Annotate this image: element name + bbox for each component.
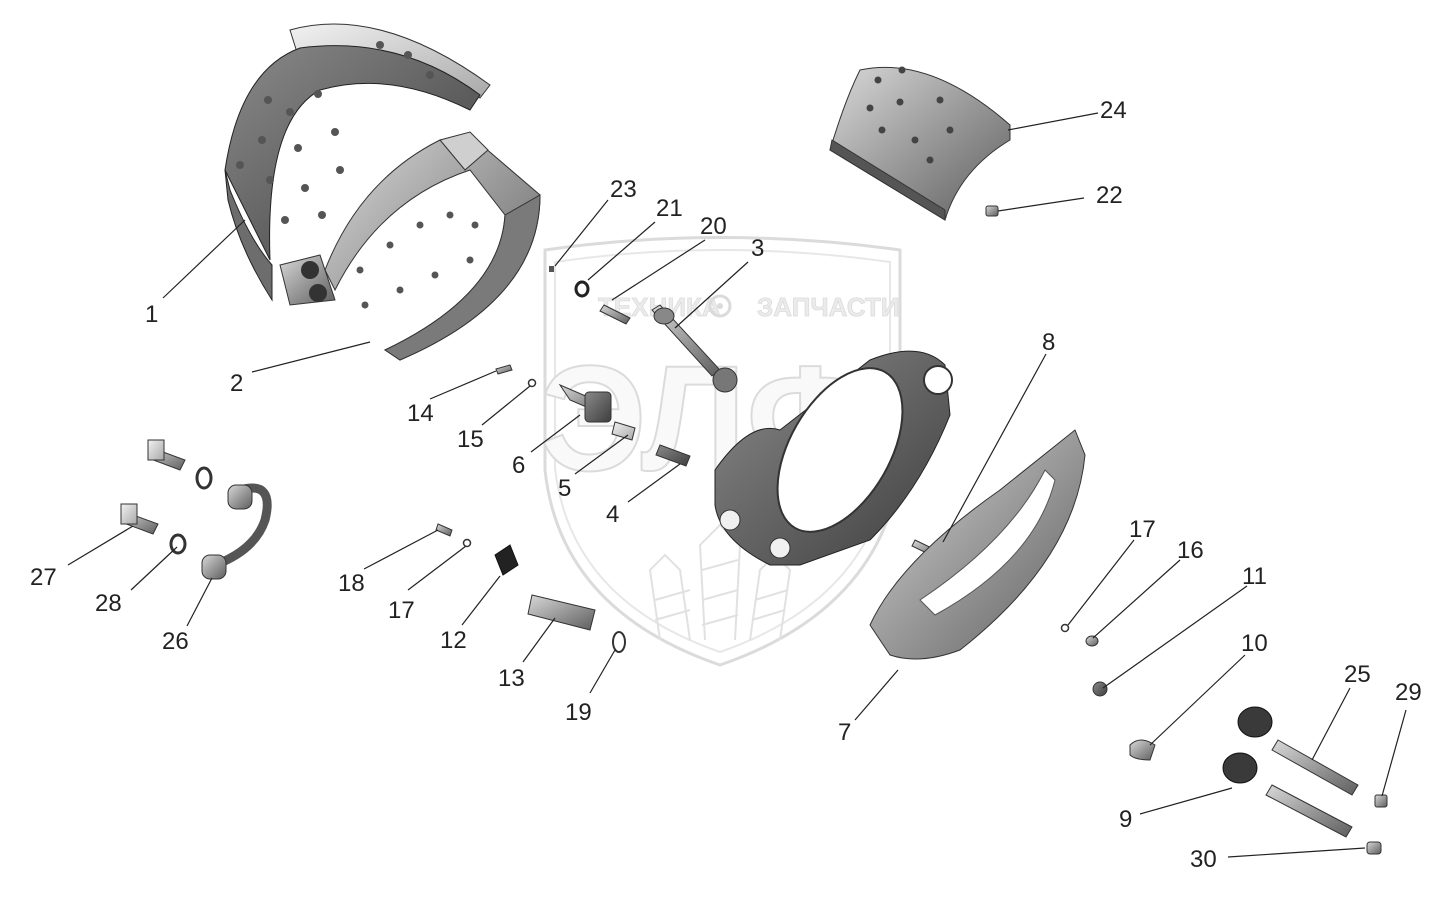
cap-part-10 [1129, 739, 1156, 761]
spring-part-3 [651, 304, 738, 393]
callout-7: 7 [838, 719, 851, 746]
callout-18: 18 [338, 570, 365, 597]
nut-part-11 [1092, 681, 1108, 697]
callout-29: 29 [1395, 679, 1422, 706]
bolt-part-27-upper [147, 439, 186, 471]
pin-part-13 [527, 594, 596, 631]
callout-3: 3 [751, 235, 764, 262]
callout-19: 19 [565, 699, 592, 726]
ring-part-21 [574, 280, 590, 298]
callout-5: 5 [558, 475, 571, 502]
callout-2: 2 [230, 370, 243, 397]
bolt-part-27 [120, 503, 159, 535]
callout-30: 30 [1190, 846, 1217, 873]
screw-part-14 [495, 364, 513, 375]
callout-24: 24 [1100, 97, 1127, 124]
screw-part-18 [435, 523, 453, 537]
cap-part-9 [1222, 752, 1258, 784]
bolt-part-4 [655, 444, 691, 467]
callout-21: 21 [656, 195, 683, 222]
callout-26: 26 [162, 628, 189, 655]
callout-6: 6 [512, 452, 525, 479]
ring-part-19 [612, 631, 626, 653]
nipple-part-30 [1366, 841, 1382, 855]
bushing-part-5 [611, 421, 636, 441]
callout-27: 27 [30, 564, 57, 591]
rivet-part-23 [549, 266, 554, 272]
washer-part-28 [169, 533, 187, 555]
washer-part-28-upper [195, 466, 213, 490]
washer-part-15 [527, 378, 537, 388]
callout-22: 22 [1096, 182, 1123, 209]
callout-8: 8 [1042, 329, 1055, 356]
gear-icon [708, 294, 732, 318]
hose-part-26 [201, 483, 272, 580]
nut-part-16 [1085, 635, 1099, 647]
callout-11: 11 [1242, 563, 1267, 590]
callout-25: 25 [1344, 661, 1371, 688]
callout-1: 1 [145, 301, 158, 328]
callout-28: 28 [95, 590, 122, 617]
brake-shoe-part-2 [279, 131, 541, 361]
callout-4: 4 [606, 501, 619, 528]
callout-14: 14 [407, 400, 434, 427]
pin-part-25-upper [1271, 739, 1359, 796]
callout-17-left: 17 [388, 597, 415, 624]
washer-part-17-right [1060, 623, 1070, 633]
callout-9: 9 [1119, 806, 1132, 833]
nipple-part-29 [1374, 794, 1388, 808]
callout-20: 20 [700, 213, 727, 240]
washer-part-17 [462, 538, 472, 548]
callout-labels: 1 2 3 4 5 6 7 8 9 10 11 12 13 14 15 16 1… [30, 97, 1422, 873]
callout-12: 12 [440, 627, 467, 654]
callout-15: 15 [457, 426, 484, 453]
callout-16: 16 [1177, 537, 1204, 564]
brake-shoe-lining-part-1 [224, 23, 491, 302]
pin-part-25 [1265, 784, 1353, 838]
dust-shield-part-7 [869, 429, 1086, 660]
callout-10: 10 [1241, 630, 1268, 657]
brake-lining-part-24 [829, 66, 1011, 221]
watermark-brand-right: ЗАПЧАСТИ [757, 292, 900, 322]
bolt-part-20 [599, 304, 631, 325]
rivet-part-22 [985, 205, 999, 217]
callout-17-right: 17 [1129, 516, 1156, 543]
callout-23: 23 [610, 176, 637, 203]
wheat-icon [648, 523, 792, 641]
leader-lines [67, 112, 1407, 858]
cap-part-9-upper [1237, 706, 1273, 738]
shaft-part-6 [558, 383, 612, 423]
plate-part-12 [494, 544, 519, 576]
brake-support-plate [714, 350, 953, 566]
callout-13: 13 [498, 665, 525, 692]
